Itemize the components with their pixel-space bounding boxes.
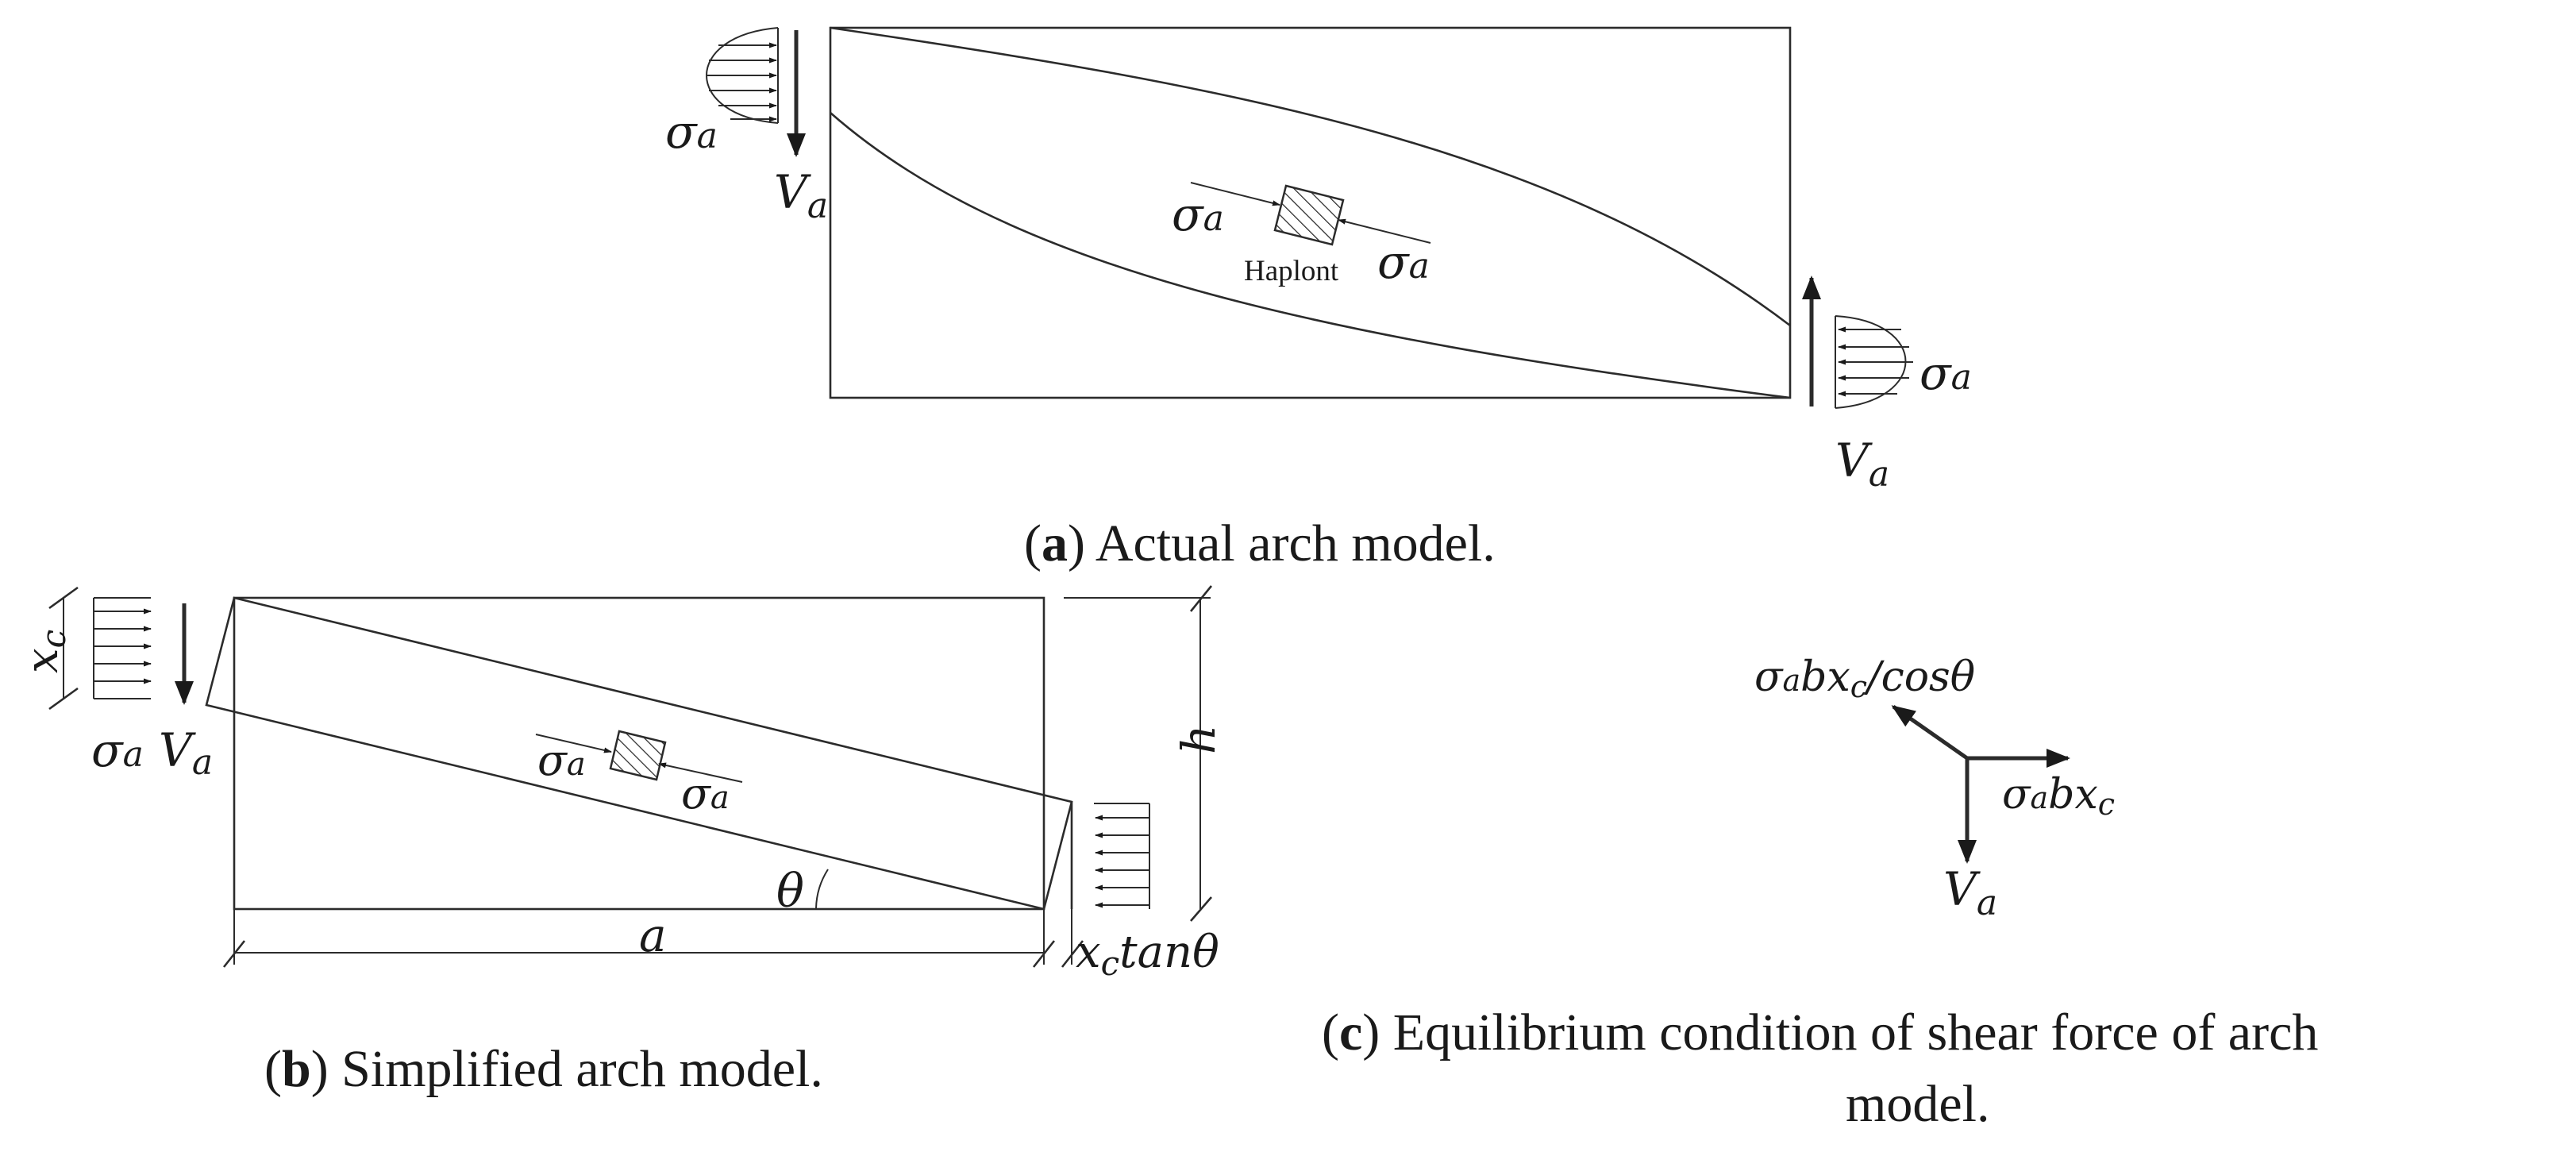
- caption-b: (b) Simplified arch model.: [264, 1040, 823, 1098]
- horizontal-force-label: σabxc: [2002, 771, 2115, 822]
- haplont-element: [1273, 184, 1345, 246]
- haplont-sigma-left: σa: [1172, 187, 1224, 241]
- caption-c-line2: model.: [1846, 1075, 1989, 1133]
- sigma-label: σa: [91, 723, 144, 777]
- strut-stress-arrow-right: [658, 762, 743, 783]
- haplont-stress-arrow-left: [1190, 182, 1280, 206]
- right-stress-distribution: [1835, 315, 1913, 409]
- sigma-label-right: σa: [1919, 346, 1972, 400]
- beam-outline: [233, 596, 1045, 911]
- shear-label-left: Va: [774, 165, 828, 226]
- theta-label: θ: [776, 864, 804, 918]
- panel-b-simplified-arch: xc σa Va σa σa θ: [17, 585, 1226, 1098]
- haplont-stress-arrow-right: [1338, 218, 1431, 244]
- haplont-sigma-right: σa: [1377, 235, 1430, 289]
- arch-upper-curve: [830, 26, 1791, 327]
- svg-text:h: h: [1172, 725, 1226, 754]
- svg-text:xctanθ: xctanθ: [1076, 927, 1219, 983]
- diagonal-force-label: σabxc/cosθ: [1754, 653, 1975, 704]
- h-dimension: h: [1064, 585, 1226, 922]
- shear-label-right: Va: [1835, 433, 1889, 495]
- beam-outline: [829, 26, 1792, 399]
- vertical-force-label: Va: [1943, 862, 1997, 923]
- force-arrow-diagonal: [1891, 704, 1969, 761]
- caption-a: (a) Actual arch model.: [1024, 514, 1496, 572]
- panel-c-equilibrium: σabxc/cosθ σabxc Va (c) Equilibrium cond…: [1322, 653, 2318, 1133]
- arch-lower-curve: [830, 112, 1791, 399]
- caption-c-line1: (c) Equilibrium condition of shear force…: [1322, 1004, 2318, 1061]
- strut-sigma-right: σa: [681, 769, 730, 819]
- strut-element: [609, 730, 667, 781]
- sigma-label-left: σa: [665, 105, 718, 159]
- svg-text:a: a: [639, 908, 667, 962]
- strut-stress-arrow-left: [535, 734, 612, 753]
- xc-dimension: xc: [17, 586, 79, 711]
- strut-sigma-left: σa: [537, 735, 586, 785]
- panel-a-actual-arch: σa Va σa Haplont σa σa Va: [665, 26, 1972, 572]
- left-stress-block: [93, 597, 152, 699]
- shear-label: Va: [159, 723, 213, 783]
- a-dimension: a xctanθ: [222, 908, 1219, 983]
- left-stress-distribution: [706, 27, 779, 124]
- haplont-label: Haplont: [1244, 255, 1339, 287]
- right-stress-block: [1094, 803, 1150, 909]
- theta-arc: [815, 869, 829, 910]
- svg-text:xc: xc: [17, 630, 73, 673]
